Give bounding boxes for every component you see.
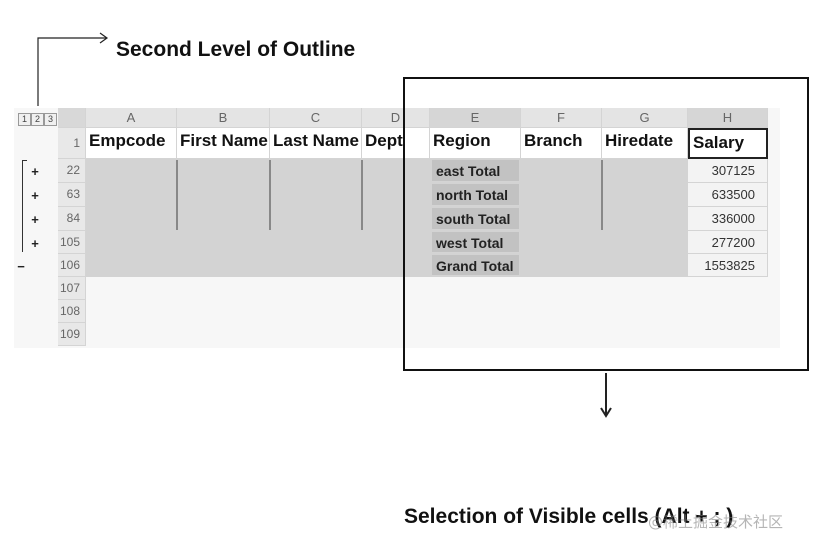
second-level-label: Second Level of Outline	[116, 38, 356, 61]
header-dept[interactable]: Dept	[362, 128, 430, 159]
row-header-84[interactable]: 84	[58, 207, 86, 231]
column-header-e[interactable]: E	[430, 108, 521, 128]
header-branch[interactable]: Branch	[521, 128, 602, 159]
row-header-22[interactable]: 22	[58, 159, 86, 183]
collapse-toggle-106[interactable]: −	[17, 259, 25, 274]
column-header-c[interactable]: C	[270, 108, 362, 128]
row-header-105[interactable]: 105	[58, 231, 86, 254]
select-all-corner[interactable]	[58, 108, 86, 128]
region-cell[interactable]: east Total	[432, 160, 520, 182]
region-cell[interactable]: Grand Total	[432, 255, 520, 276]
row-header-107[interactable]: 107	[58, 277, 86, 300]
header-region[interactable]: Region	[430, 128, 521, 159]
row-header-109[interactable]: 109	[58, 323, 86, 346]
row-header-63[interactable]: 63	[58, 183, 86, 207]
outline-level-2-button[interactable]: 2	[31, 113, 44, 126]
header-hiredate[interactable]: Hiredate	[602, 128, 688, 159]
spreadsheet: 1 2 3 + + + + − A B C D E F G H 1 Empcod…	[14, 108, 780, 348]
column-header-a[interactable]: A	[86, 108, 177, 128]
header-salary[interactable]: Salary	[688, 128, 768, 159]
outline-bracket-top	[22, 160, 27, 161]
column-header-d[interactable]: D	[362, 108, 430, 128]
watermark: @稀土掘金技术社区	[648, 513, 784, 531]
region-cell[interactable]: south Total	[432, 208, 520, 230]
down-arrow	[600, 373, 612, 418]
row-header-1[interactable]: 1	[58, 128, 86, 159]
row-header-106[interactable]: 106	[58, 254, 86, 277]
column-divider	[176, 160, 178, 230]
expand-toggle-63[interactable]: +	[31, 188, 39, 203]
column-header-b[interactable]: B	[177, 108, 270, 128]
expand-toggle-105[interactable]: +	[31, 236, 39, 251]
column-divider	[601, 160, 603, 230]
salary-cell[interactable]: 336000	[688, 207, 768, 231]
visible-cells-label: Selection of Visible cells (Alt + ; )	[404, 505, 734, 528]
outline-level-3-button[interactable]: 3	[44, 113, 57, 126]
salary-cell[interactable]: 633500	[688, 183, 768, 207]
column-header-h[interactable]: H	[688, 108, 768, 128]
outline-arrow	[37, 32, 109, 106]
expand-toggle-22[interactable]: +	[31, 164, 39, 179]
column-divider	[269, 160, 271, 230]
column-header-f[interactable]: F	[521, 108, 602, 128]
salary-cell[interactable]: 1553825	[688, 254, 768, 277]
expand-toggle-84[interactable]: +	[31, 212, 39, 227]
header-last-name[interactable]: Last Name	[270, 128, 362, 159]
column-divider	[361, 160, 363, 230]
column-header-g[interactable]: G	[602, 108, 688, 128]
salary-cell[interactable]: 277200	[688, 231, 768, 254]
row-header-108[interactable]: 108	[58, 300, 86, 323]
header-empcode[interactable]: Empcode	[86, 128, 177, 159]
salary-cell[interactable]: 307125	[688, 159, 768, 183]
region-cell[interactable]: north Total	[432, 184, 520, 206]
outline-bracket	[22, 160, 23, 252]
visible-cells-selection-box	[403, 77, 809, 371]
outline-level-1-button[interactable]: 1	[18, 113, 31, 126]
header-first-name[interactable]: First Name	[177, 128, 270, 159]
data-block	[86, 159, 688, 277]
region-cell[interactable]: west Total	[432, 232, 520, 253]
